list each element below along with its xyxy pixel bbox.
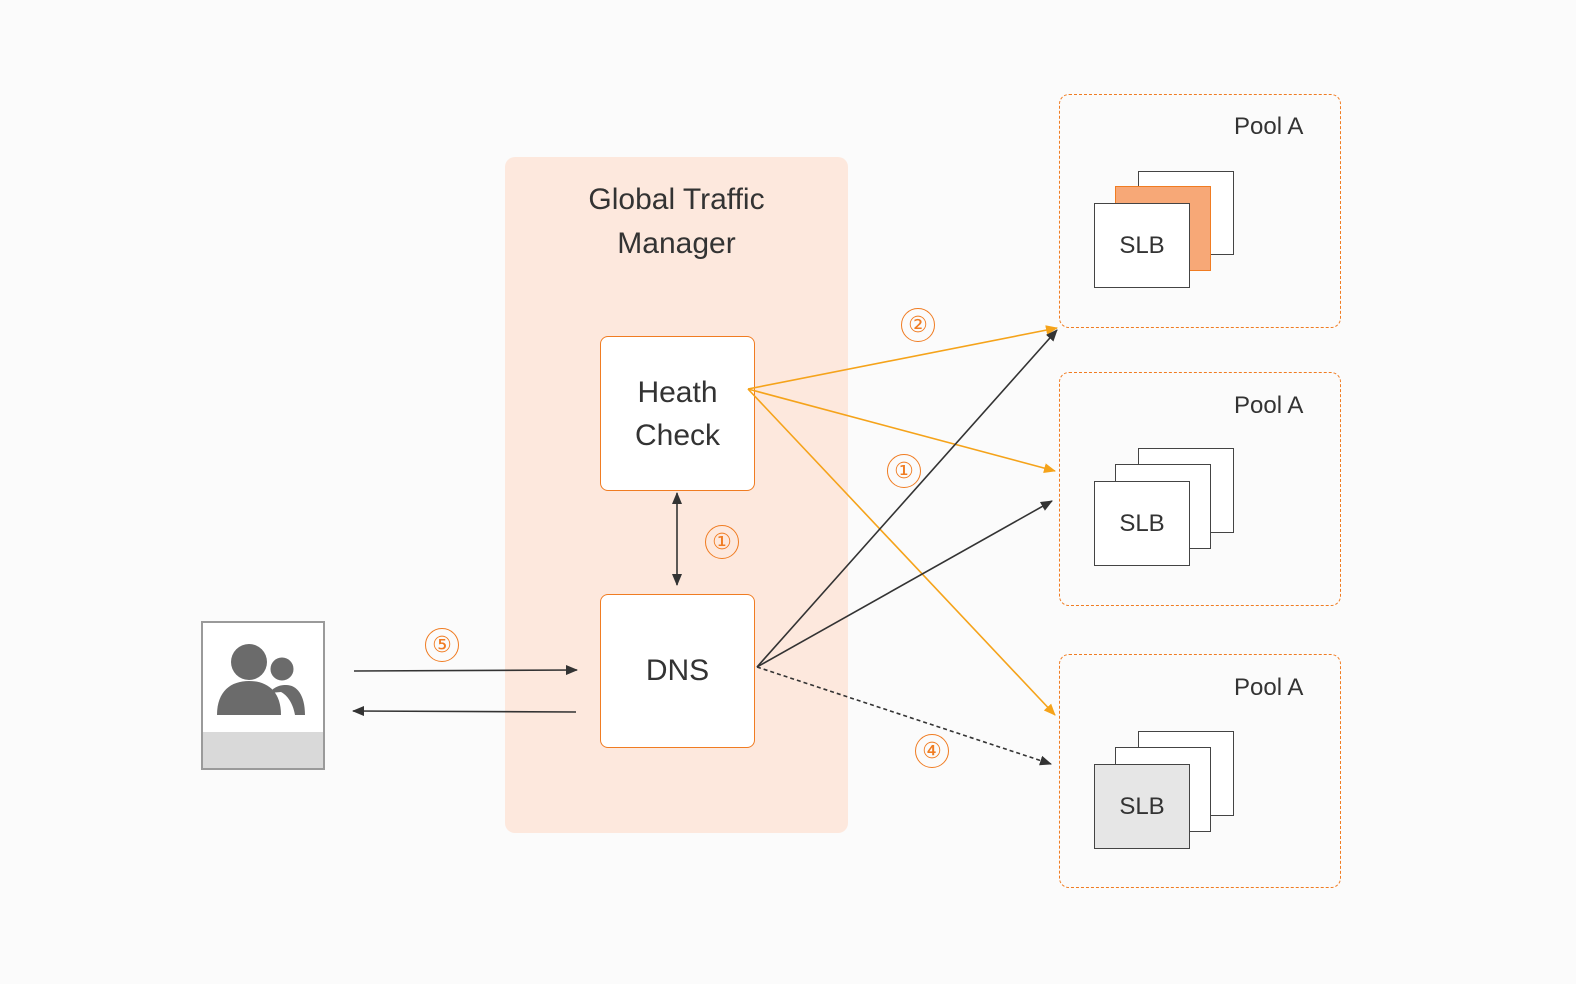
- step-4-callout: ④: [915, 734, 949, 768]
- gtm-title: Global Traffic Manager: [505, 178, 848, 266]
- pool-2-label: Pool A: [1234, 392, 1304, 419]
- pool-1: [1059, 94, 1341, 328]
- gtm-title-line1: Global Traffic: [588, 183, 765, 216]
- health-check-label-line2: Check: [634, 418, 721, 452]
- dns-pool-2-arrow: [756, 500, 1053, 668]
- probe-pool-1-arrow: [747, 325, 1058, 390]
- step-1-callout-dns: ①: [705, 525, 739, 559]
- dns-pool-1-arrow: [756, 329, 1058, 668]
- pool-2-slb: SLB: [1094, 481, 1190, 566]
- step-5-callout: ⑤: [425, 628, 459, 662]
- pool-3-slb: SLB: [1094, 764, 1190, 849]
- pool-1-slb: SLB: [1094, 203, 1190, 288]
- pool-3: [1059, 654, 1341, 888]
- dns-pool-3-arrow: [756, 666, 1052, 766]
- pool-3-label: Pool A: [1234, 674, 1304, 701]
- health-check-node: Heath Check: [600, 336, 755, 491]
- pool-3-slb-label: SLB: [1119, 792, 1165, 820]
- gtm-title-line2: Manager: [617, 227, 736, 260]
- user-to-dns-arrow: [353, 665, 578, 676]
- pool-2: [1059, 372, 1341, 606]
- pool-1-label: Pool A: [1234, 113, 1304, 140]
- user-group-icon: [217, 644, 305, 715]
- pool-1-slb-label: SLB: [1119, 231, 1165, 259]
- dns-node: DNS: [600, 594, 755, 748]
- probe-pool-3-arrow: [747, 388, 1056, 716]
- user-client: [201, 621, 325, 770]
- dns-label: DNS: [645, 654, 710, 687]
- probe-pool-2-arrow: [747, 388, 1056, 473]
- step-1-callout-probe: ①: [887, 454, 921, 488]
- health-check-label-line1: Heath: [637, 375, 718, 409]
- dns-to-user-arrow: [352, 706, 577, 717]
- step-2-callout: ②: [901, 308, 935, 342]
- pool-2-slb-label: SLB: [1119, 509, 1165, 537]
- user-card-footer: [203, 732, 323, 768]
